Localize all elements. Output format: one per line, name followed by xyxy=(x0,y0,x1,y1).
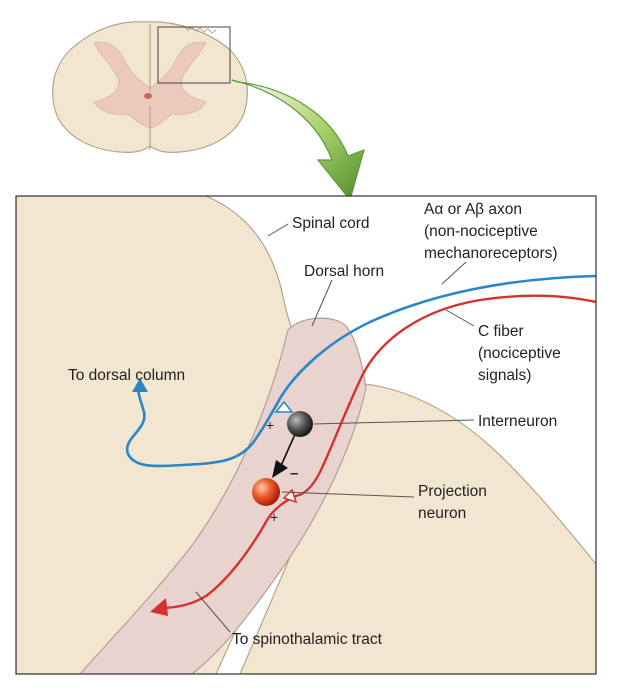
label-to-spinothalamic: To spinothalamic tract xyxy=(232,631,383,648)
sign-minus-inhibition: – xyxy=(290,465,298,482)
leader-c-fiber xyxy=(445,309,475,327)
inhibitory-connection xyxy=(279,431,297,469)
right-tissue xyxy=(239,383,596,674)
sign-plus-projection: + xyxy=(270,509,278,525)
label-c-fiber-2: (nociceptive xyxy=(478,345,561,362)
label-projection-1: Projection xyxy=(418,483,487,500)
label-c-fiber-3: signals) xyxy=(478,367,531,384)
red-sphere-icon xyxy=(252,478,280,506)
label-a-axon-1: Aα or Aβ axon xyxy=(424,201,522,218)
leader-interneuron xyxy=(313,419,475,425)
label-dorsal-horn: Dorsal horn xyxy=(304,263,384,280)
detail-content xyxy=(16,196,596,674)
sign-plus-interneuron: + xyxy=(266,417,274,433)
a-axon-terminal-icon xyxy=(274,400,294,413)
label-interneuron: Interneuron xyxy=(478,413,557,430)
a-axon-path xyxy=(125,274,596,468)
detail-frame xyxy=(15,195,597,675)
leader-a-axon xyxy=(441,261,467,285)
label-a-axon-3: mechanoreceptors) xyxy=(424,245,558,262)
rootlets xyxy=(183,25,217,34)
label-c-fiber-1: C fiber xyxy=(478,323,524,340)
label-to-dorsal-column: To dorsal column xyxy=(68,367,185,384)
gray-sphere-icon xyxy=(287,411,313,437)
leader-spinothalamic xyxy=(195,591,231,633)
leader-dorsal-horn xyxy=(311,279,333,327)
leader-spinal-cord xyxy=(267,223,289,237)
inhibitory-arrowhead-icon xyxy=(272,460,288,478)
c-fiber-path xyxy=(158,294,596,610)
spinal-cord-cross-section xyxy=(52,21,248,153)
leader-projection xyxy=(281,491,415,498)
magnify-region-box xyxy=(157,26,231,84)
central-canal xyxy=(144,93,152,99)
label-a-axon-2: (non-nociceptive xyxy=(424,223,538,240)
label-projection-2: neuron xyxy=(418,505,466,522)
a-axon-arrowhead-icon xyxy=(132,378,148,392)
c-fiber-terminal-icon xyxy=(282,488,298,504)
label-spinal-cord: Spinal cord xyxy=(292,215,370,232)
c-fiber-arrowhead-icon xyxy=(150,598,168,616)
green-curved-arrow-icon xyxy=(231,79,365,202)
dorsal-horn-region xyxy=(79,317,367,674)
